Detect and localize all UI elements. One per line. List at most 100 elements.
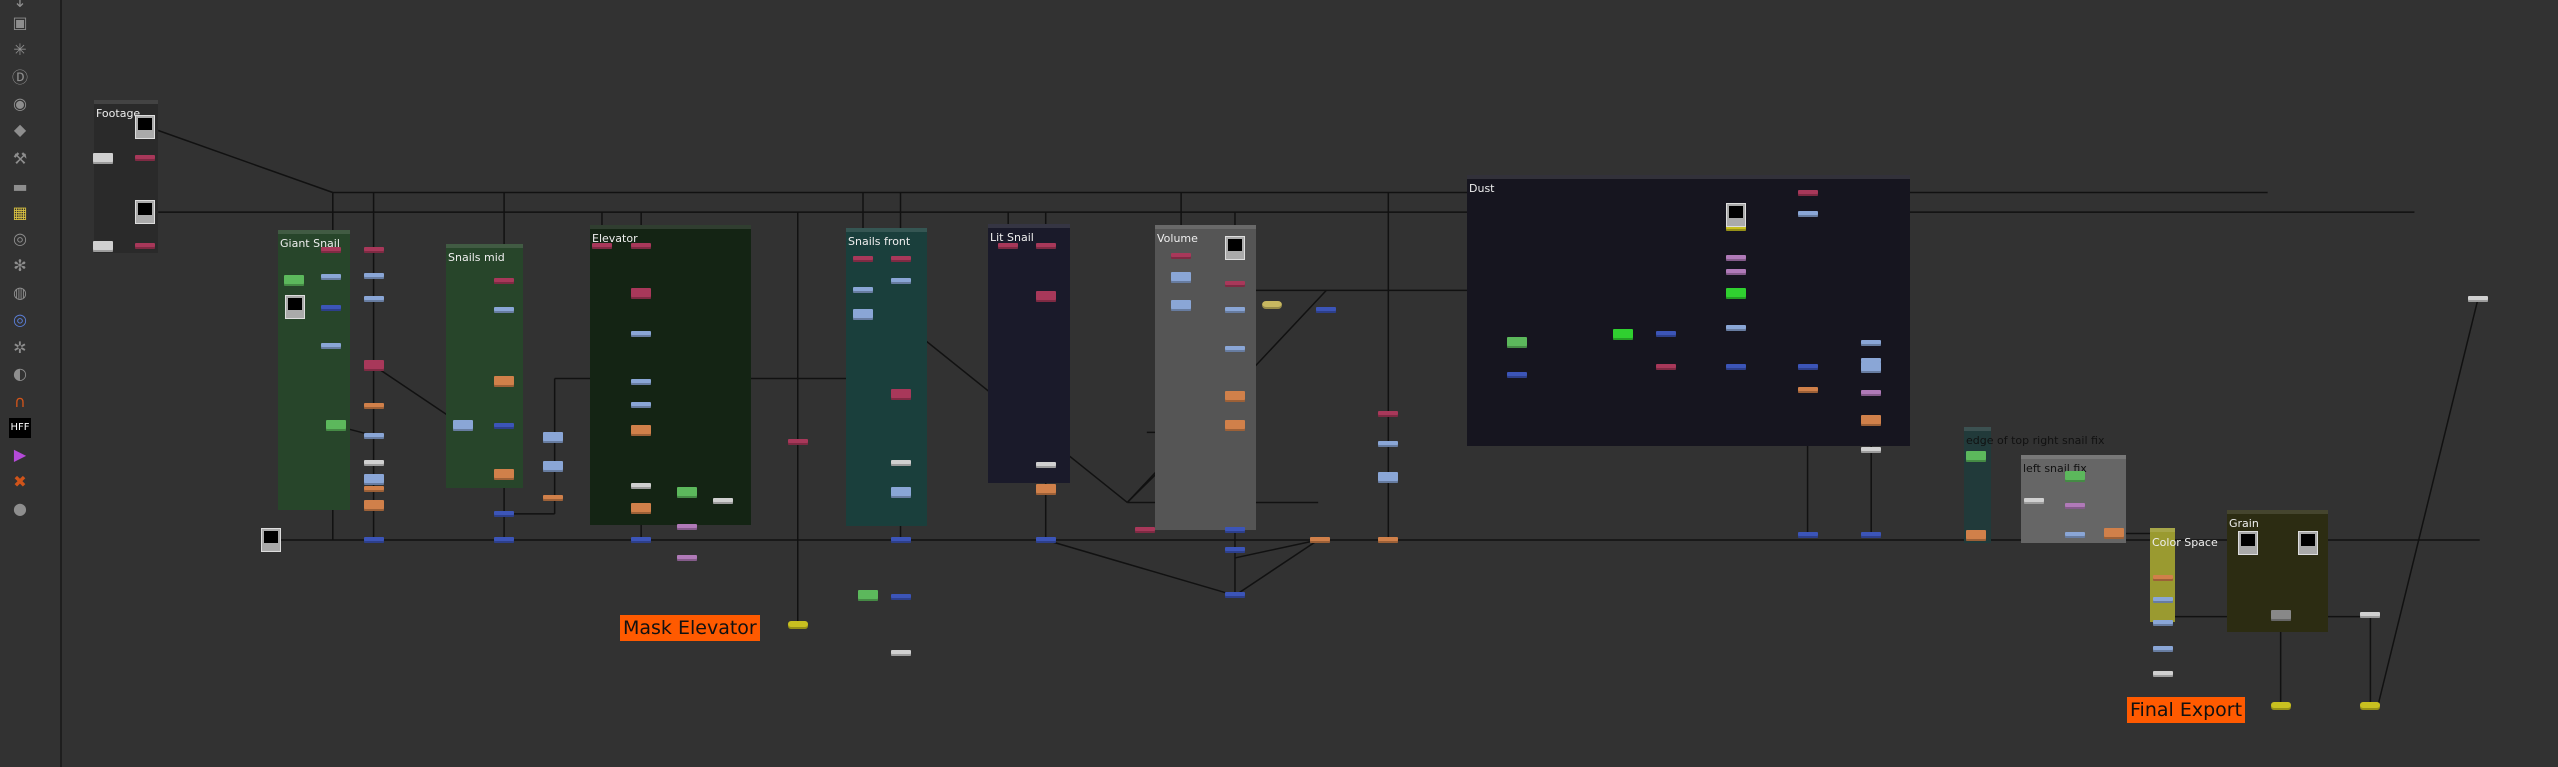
dot-node[interactable] [92, 152, 113, 164]
transform-node[interactable] [1135, 527, 1156, 534]
dot-node[interactable] [1861, 447, 1882, 454]
grade-node[interactable] [631, 401, 652, 408]
roto-node[interactable] [857, 589, 878, 601]
metadata-tag-icon[interactable]: ◆ [13, 120, 27, 139]
roto-node[interactable] [326, 420, 347, 432]
transform-node[interactable] [1224, 280, 1245, 287]
dot-node[interactable] [2153, 670, 2174, 677]
merge-node[interactable] [890, 536, 911, 543]
grade-node[interactable] [453, 420, 474, 432]
merge-node[interactable] [494, 536, 515, 543]
backdrop-elevator[interactable]: Elevator [590, 225, 751, 525]
grade-node[interactable] [2153, 646, 2174, 653]
dot-node[interactable] [2360, 612, 2381, 619]
filter-node[interactable] [1965, 529, 1986, 541]
filter-node[interactable] [494, 376, 515, 388]
roto-node[interactable] [1507, 337, 1528, 349]
transform-node[interactable] [363, 246, 384, 253]
dot-node[interactable] [890, 649, 911, 656]
sticky-final-export[interactable]: Final Export [2127, 697, 2246, 723]
shuffle-node[interactable] [676, 523, 697, 530]
filter-node[interactable] [1378, 536, 1399, 543]
merge-node[interactable] [1035, 536, 1056, 543]
magnet-plugin-icon[interactable]: ∩ [14, 392, 26, 411]
filter-node[interactable] [631, 425, 652, 437]
read-node[interactable] [135, 200, 156, 225]
read-node[interactable] [2298, 531, 2319, 556]
grade-node[interactable] [2153, 620, 2174, 627]
filter-node[interactable] [631, 503, 652, 515]
dot-node[interactable] [363, 460, 384, 467]
filter-node[interactable] [494, 469, 515, 481]
grade-node[interactable] [1861, 361, 1882, 373]
shield-plugin-icon[interactable]: ✲ [13, 338, 27, 357]
roto-node[interactable] [283, 275, 304, 287]
grade-node[interactable] [890, 277, 911, 284]
grade-node[interactable] [1861, 357, 1882, 364]
lens-plugin-icon[interactable]: ◎ [13, 310, 27, 329]
grade-node[interactable] [1171, 299, 1192, 311]
read-node[interactable] [260, 527, 281, 552]
filter-node[interactable] [363, 403, 384, 410]
backdrop-giant-snail[interactable]: Giant Snail [278, 230, 350, 510]
merge-node[interactable] [1507, 372, 1528, 379]
fire-plugin-icon[interactable]: ◎ [13, 229, 27, 248]
transform-node[interactable] [890, 256, 911, 263]
shuffle-node[interactable] [1725, 254, 1746, 261]
dot-node[interactable] [1035, 461, 1056, 468]
transform-node[interactable] [631, 243, 652, 250]
backdrop-snails-mid[interactable]: Snails mid [446, 244, 523, 488]
dot-node[interactable] [712, 497, 733, 504]
backdrop-lit-snail[interactable]: Lit Snail [988, 224, 1070, 483]
transform-node[interactable] [631, 288, 652, 300]
particles-icon[interactable]: ✳ [13, 40, 27, 59]
grade-node[interactable] [1725, 324, 1746, 331]
transform-node[interactable] [135, 243, 156, 250]
grade-node[interactable] [1171, 271, 1192, 283]
backdrop-edge-fix[interactable]: edge of top right snail fix [1964, 427, 2104, 543]
grade-node[interactable] [852, 287, 873, 294]
filter-node[interactable] [1309, 536, 1330, 543]
merge-node[interactable] [1797, 364, 1818, 371]
transform-node[interactable] [998, 243, 1019, 250]
transform-node[interactable] [1378, 411, 1399, 418]
grade-node[interactable] [1378, 472, 1399, 484]
tracker-plugin-icon[interactable]: ✖ [13, 472, 27, 491]
backdrop-volume[interactable]: Volume [1155, 225, 1256, 530]
toolsets-icon[interactable]: ⚒ [12, 149, 28, 168]
grade-node[interactable] [852, 309, 873, 321]
read-node[interactable] [285, 294, 306, 319]
filter-node[interactable] [1861, 415, 1882, 427]
grade-node[interactable] [363, 295, 384, 302]
arrow-down-icon[interactable]: ↓ [13, 0, 27, 11]
merge-node[interactable] [1797, 532, 1818, 539]
transform-node[interactable] [1797, 189, 1818, 196]
grade-node[interactable] [363, 272, 384, 279]
transform-node[interactable] [591, 243, 612, 250]
filter-node[interactable] [363, 500, 384, 512]
grade-node[interactable] [1861, 339, 1882, 346]
merge-node[interactable] [1316, 306, 1337, 313]
write-node[interactable] [2360, 702, 2381, 711]
roto-node[interactable] [1965, 451, 1986, 463]
grain-merge-node[interactable] [2270, 609, 2291, 621]
sticky-mask-elevator[interactable]: Mask Elevator [620, 615, 760, 641]
grade-node[interactable] [1224, 346, 1245, 353]
read-node[interactable] [2238, 531, 2259, 556]
read-node[interactable] [1224, 235, 1245, 260]
merge-node[interactable] [494, 422, 515, 429]
drop-plugin-icon[interactable]: ● [13, 499, 27, 518]
merge-node[interactable] [1725, 364, 1746, 371]
transform-node[interactable] [787, 439, 808, 446]
transform-node[interactable] [890, 389, 911, 401]
merge-node[interactable] [631, 536, 652, 543]
filter-node[interactable] [1224, 390, 1245, 402]
transform-node[interactable] [1035, 243, 1056, 250]
globe-plugin-icon[interactable]: ◐ [13, 364, 27, 383]
views-icon[interactable]: ◉ [13, 94, 27, 113]
grade-node[interactable] [1378, 440, 1399, 447]
filter-node[interactable] [543, 494, 564, 501]
grade-node[interactable] [2065, 532, 2086, 539]
filter-node[interactable] [1797, 386, 1818, 393]
merge-node[interactable] [1224, 592, 1245, 599]
